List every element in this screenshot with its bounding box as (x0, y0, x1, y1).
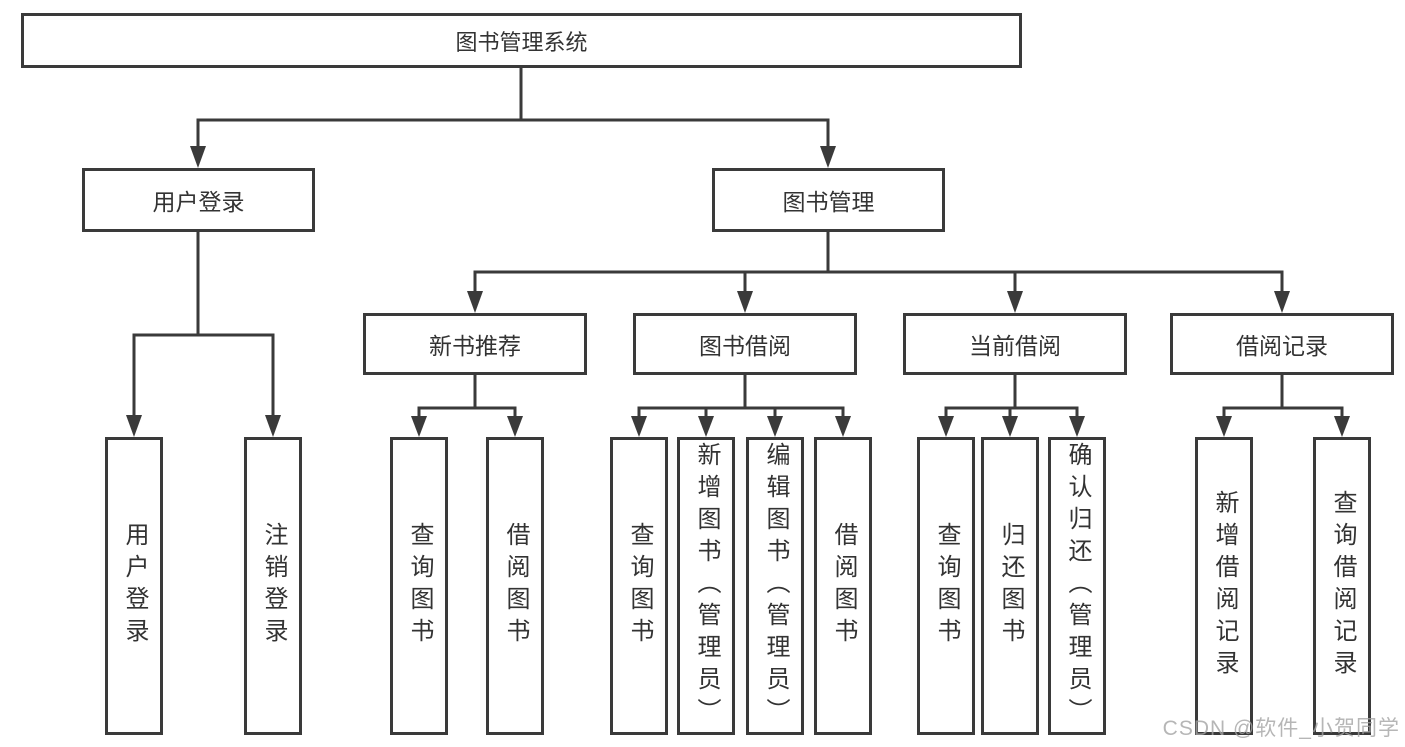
node-leaf-query-books-recommend: 查询图书 (390, 437, 448, 735)
node-label: 查询图书 (406, 522, 433, 650)
node-label: 用户登录 (152, 189, 245, 215)
node-leaf-borrow-books: 借阅图书 (814, 437, 872, 735)
node-leaf-add-books-admin: 新增图书（管理员） (677, 437, 735, 735)
node-label: 新书推荐 (429, 333, 521, 359)
node-label: 图书借阅 (699, 333, 791, 359)
node-leaf-query-books-current: 查询图书 (917, 437, 975, 735)
node-leaf-logout: 注销登录 (244, 437, 302, 735)
node-label: 当前借阅 (969, 333, 1061, 359)
node-leaf-query-borrow-record: 查询借阅记录 (1313, 437, 1371, 735)
node-leaf-return-books: 归还图书 (981, 437, 1039, 735)
node-label: 借阅记录 (1236, 333, 1328, 359)
node-label: 图书管理系统 (455, 29, 588, 55)
node-new-book-recommend: 新书推荐 (363, 313, 587, 375)
node-label: 借阅图书 (502, 522, 529, 650)
node-leaf-add-borrow-record: 新增借阅记录 (1195, 437, 1253, 735)
node-current-borrow: 当前借阅 (903, 313, 1127, 375)
node-label: 编辑图书（管理员） (762, 442, 789, 730)
node-label: 新增借阅记录 (1211, 490, 1238, 682)
node-leaf-query-books-borrow: 查询图书 (610, 437, 668, 735)
node-leaf-user-login: 用户登录 (105, 437, 163, 735)
node-borrow-records: 借阅记录 (1170, 313, 1394, 375)
node-leaf-edit-books-admin: 编辑图书（管理员） (746, 437, 804, 735)
node-user-login-module: 用户登录 (82, 168, 315, 232)
node-label: 用户登录 (121, 522, 148, 650)
node-label: 借阅图书 (830, 522, 857, 650)
node-label: 归还图书 (997, 522, 1024, 650)
node-label: 注销登录 (260, 522, 287, 650)
node-book-borrow: 图书借阅 (633, 313, 857, 375)
node-label: 查询图书 (933, 522, 960, 650)
node-label: 图书管理 (782, 189, 875, 215)
node-leaf-confirm-return-admin: 确认归还（管理员） (1048, 437, 1106, 735)
node-label: 确认归还（管理员） (1064, 442, 1091, 730)
node-leaf-borrow-books-recommend: 借阅图书 (486, 437, 544, 735)
csdn-watermark: CSDN @软件_小贺同学 (1162, 717, 1400, 740)
node-system-root: 图书管理系统 (21, 13, 1022, 68)
node-label: 新增图书（管理员） (693, 442, 720, 730)
node-book-management-module: 图书管理 (712, 168, 945, 232)
node-label: 查询图书 (626, 522, 653, 650)
node-label: 查询借阅记录 (1329, 490, 1356, 682)
